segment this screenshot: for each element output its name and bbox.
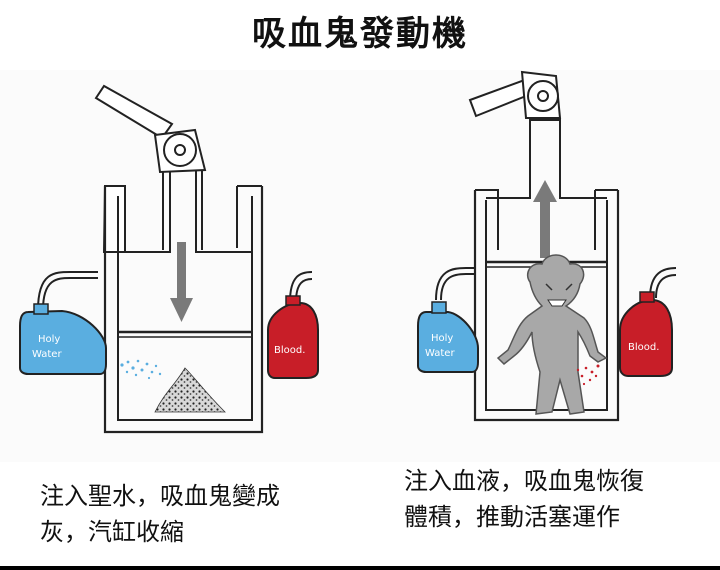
ash-pile xyxy=(154,367,226,413)
holy-water-label-line1: Holy xyxy=(38,334,60,345)
up-arrow-shaft xyxy=(540,202,550,258)
right-caption: 注入血液，吸血鬼恢復 體積，推動活塞運作 xyxy=(404,463,644,535)
holy-water-spray xyxy=(120,359,162,380)
right-caption-line2: 體積，推動活塞運作 xyxy=(404,503,620,531)
blood-bottle xyxy=(267,301,319,379)
holy-water-label-line2-right: Water xyxy=(425,348,455,359)
up-arrow-head xyxy=(533,180,557,202)
right-caption-line1: 注入血液，吸血鬼恢復 xyxy=(404,467,644,495)
left-caption: 注入聖水，吸血鬼變成 灰，汽缸收縮 xyxy=(40,478,280,550)
holy-water-label-line1-right: Holy xyxy=(431,333,453,344)
left-engine: Holy Water Blood. xyxy=(19,84,319,434)
blood-label: Blood. xyxy=(274,345,305,356)
down-arrow-head xyxy=(170,298,193,322)
holy-water-bottle xyxy=(19,309,107,375)
left-caption-line1: 注入聖水，吸血鬼變成 xyxy=(40,482,280,510)
right-engine: Holy Water Blood. xyxy=(417,70,677,422)
blood-bottle-right xyxy=(619,298,673,377)
page-title: 吸血鬼發動機 xyxy=(252,14,468,54)
blood-label-right: Blood. xyxy=(628,342,659,353)
left-caption-line2: 灰，汽缸收縮 xyxy=(40,518,184,546)
holy-water-bottle-right xyxy=(417,311,479,373)
down-arrow-shaft xyxy=(177,242,186,298)
holy-water-label-line2: Water xyxy=(32,349,62,360)
bottom-border xyxy=(0,566,720,570)
diagram-background xyxy=(0,70,720,462)
blood-spray xyxy=(576,364,600,386)
vampire-figure xyxy=(496,254,608,415)
